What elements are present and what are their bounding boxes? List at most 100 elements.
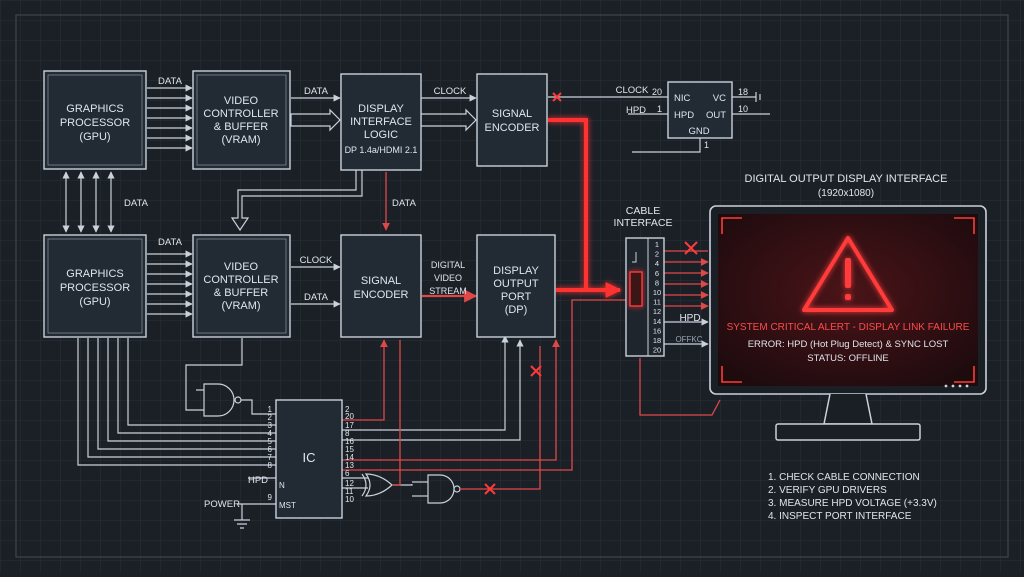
video-controller-block-bottom bbox=[192, 234, 291, 338]
block-title: LOGIC bbox=[364, 129, 398, 141]
block-title: (DP) bbox=[505, 304, 528, 316]
cable-pin-number: 20 bbox=[653, 346, 661, 355]
cable-title: CABLE bbox=[626, 205, 660, 217]
data-label: DATA bbox=[158, 237, 183, 248]
block-title: GRAPHICS bbox=[66, 103, 123, 115]
gpu-block-top bbox=[43, 70, 147, 170]
data-label: DATA bbox=[158, 76, 183, 87]
block-title: CONTROLLER bbox=[203, 108, 278, 120]
hdmi-port-icon bbox=[629, 271, 643, 307]
hpd-label: HPD bbox=[679, 313, 700, 324]
label-text: 12 bbox=[345, 479, 354, 488]
fault-markers bbox=[484, 92, 698, 495]
label-text: 3 bbox=[268, 421, 273, 430]
block-title: ENCODER bbox=[353, 289, 408, 301]
block-title: DISPLAY bbox=[358, 103, 404, 115]
block-title: (GPU) bbox=[79, 131, 110, 143]
label-text: 11 bbox=[345, 487, 354, 496]
ic-label: IC bbox=[303, 450, 316, 465]
fault-x-marker bbox=[684, 241, 698, 255]
label-text: 1 bbox=[704, 140, 709, 150]
gpu-block-bottom bbox=[43, 234, 147, 338]
block-title: (VRAM) bbox=[221, 300, 260, 312]
block-title: PROCESSOR bbox=[60, 117, 130, 129]
label-text: 4 bbox=[268, 429, 273, 438]
data-label: DATA bbox=[392, 198, 417, 209]
stream-label: STREAM bbox=[429, 286, 467, 296]
block-title: SIGNAL bbox=[361, 275, 401, 287]
cable-pin-number: 10 bbox=[653, 288, 661, 297]
blocks bbox=[43, 70, 733, 519]
block-title: (VRAM) bbox=[221, 134, 260, 146]
label-text: HPD bbox=[674, 110, 694, 121]
label-text: 16 bbox=[345, 437, 354, 446]
block-title: & BUFFER bbox=[214, 121, 268, 133]
fault-x-marker bbox=[484, 483, 496, 495]
label-text: 18 bbox=[738, 87, 748, 97]
troubleshoot-step: 4. INSPECT PORT INTERFACE bbox=[768, 511, 912, 522]
label-text: 13 bbox=[345, 461, 354, 470]
troubleshoot-step: 3. MEASURE HPD VOLTAGE (+3.3V) bbox=[768, 498, 937, 509]
data-label: DATA bbox=[304, 292, 329, 303]
label-text: GND bbox=[688, 126, 709, 137]
alert-text: SYSTEM CRITICAL ALERT - DISPLAY LINK FAI… bbox=[727, 322, 970, 333]
hpd-label: HPD bbox=[626, 105, 646, 116]
block-title: VIDEO bbox=[224, 95, 259, 107]
cable-pin-number: 2 bbox=[655, 250, 659, 259]
label-text: 8 bbox=[268, 461, 273, 470]
block-title: SIGNAL bbox=[492, 108, 532, 120]
cable-pin-number: 1 bbox=[655, 240, 659, 249]
cable-pin-number: 18 bbox=[653, 336, 661, 345]
block-subtitle: DP 1.4a/HDMI 2.1 bbox=[345, 145, 418, 155]
cable-pin-number: 14 bbox=[653, 317, 661, 326]
label-text: 6 bbox=[268, 445, 273, 454]
cable-title: INTERFACE bbox=[614, 217, 673, 229]
label-text: 2 bbox=[345, 405, 350, 414]
signal-encoder-block-bottom bbox=[340, 234, 422, 338]
wiring bbox=[62, 84, 770, 529]
label-text: OUT bbox=[706, 110, 726, 121]
power-label: POWER bbox=[204, 499, 240, 510]
block-title: OUTPUT bbox=[493, 278, 539, 290]
monitor-neck bbox=[823, 393, 873, 425]
monitor-title: DIGITAL OUTPUT DISPLAY INTERFACE bbox=[745, 173, 948, 185]
label-text: 9 bbox=[268, 493, 273, 502]
block-title: CONTROLLER bbox=[203, 274, 278, 286]
label-text: 1 bbox=[268, 405, 273, 414]
label-text: 20 bbox=[345, 412, 354, 421]
clock-label: CLOCK bbox=[434, 86, 467, 97]
label-text: 8 bbox=[345, 429, 350, 438]
block-title: VIDEO bbox=[224, 261, 259, 273]
block-title: GRAPHICS bbox=[66, 268, 123, 280]
ic-block bbox=[275, 399, 343, 519]
cable-pin-number: 4 bbox=[655, 259, 659, 268]
stream-label: DIGITAL bbox=[431, 260, 465, 270]
signal-encoder-block-top bbox=[476, 73, 548, 167]
fault-x-marker bbox=[530, 365, 542, 377]
block-title: (GPU) bbox=[79, 296, 110, 308]
sheet-border bbox=[15, 14, 1009, 558]
status-text: STATUS: OFFLINE bbox=[807, 353, 888, 364]
error-text: ERROR: HPD (Hot Plug Detect) & SYNC LOST bbox=[748, 339, 949, 350]
warning-triangle-icon bbox=[802, 236, 894, 312]
label-text: 7 bbox=[268, 453, 273, 462]
cable-pin-number: 6 bbox=[655, 269, 659, 278]
block-title: & BUFFER bbox=[214, 287, 268, 299]
monitor-base bbox=[775, 423, 921, 441]
primary-signal-path bbox=[548, 118, 622, 298]
block-title: ENCODER bbox=[484, 122, 539, 134]
monitor-resolution: (1920x1080) bbox=[818, 188, 874, 199]
label-text: 15 bbox=[345, 445, 354, 454]
label-text: 10 bbox=[345, 495, 354, 504]
offline-label: OFFKC bbox=[675, 335, 702, 344]
label-text: N bbox=[279, 481, 285, 490]
block-title: PROCESSOR bbox=[60, 282, 130, 294]
label-text: NIC bbox=[674, 93, 691, 104]
label-text: 10 bbox=[738, 104, 748, 114]
label-text: VC bbox=[713, 93, 726, 104]
small-chip-block bbox=[667, 81, 733, 139]
clock-label: CLOCK bbox=[300, 255, 333, 266]
troubleshoot-step: 2. VERIFY GPU DRIVERS bbox=[768, 485, 887, 496]
